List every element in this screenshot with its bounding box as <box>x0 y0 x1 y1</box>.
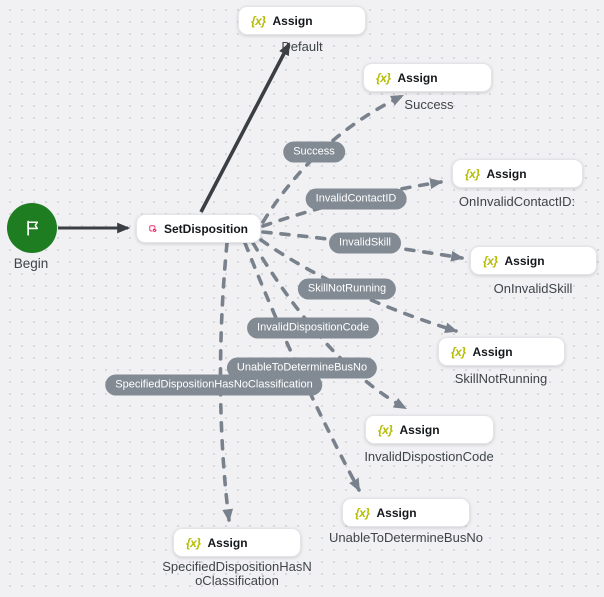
connection-label-invaliddispositioncode[interactable]: InvalidDispositionCode <box>247 317 379 339</box>
assign-variable-icon: {x} <box>186 535 201 550</box>
assign-node-unabletodeterminebusno[interactable]: {x} Assign <box>342 498 470 527</box>
assign-node-caption-unabletodeterminebusno: UnableToDetermineBusNo <box>329 530 483 545</box>
set-disposition-icon <box>149 225 157 233</box>
wire-invaliddispositioncode[interactable] <box>251 241 407 410</box>
assign-node-title: Assign <box>399 422 440 437</box>
assign-node-oninvalidcontactid[interactable]: {x} Assign <box>452 159 583 188</box>
assign-variable-icon: {x} <box>483 253 498 268</box>
assign-node-caption-oninvalidcontactid: OnInvalidContactID: <box>458 194 576 209</box>
assign-node-title: Assign <box>376 505 417 520</box>
flag-icon <box>27 220 39 236</box>
connection-label-specifieddisposition[interactable]: SpecifiedDispositionHasNoClassification <box>105 374 323 396</box>
assign-node-caption-specifieddisposition: SpecifiedDispositionHasNoClassification <box>162 559 312 588</box>
assign-node-title: Assign <box>504 253 545 268</box>
begin-node-caption: Begin <box>13 256 49 271</box>
assign-node-specifieddisposition[interactable]: {x} Assign <box>173 528 301 557</box>
assign-node-title: Assign <box>472 344 513 359</box>
connection-label-skillnotrunning[interactable]: SkillNotRunning <box>297 278 397 300</box>
connection-label-invalidskill[interactable]: InvalidSkill <box>329 232 401 254</box>
assign-node-title: Assign <box>397 70 438 85</box>
assign-node-caption-invaliddispostioncode: InvalidDispostionCode <box>364 449 494 464</box>
connection-label-success[interactable]: Success <box>283 141 345 163</box>
wire-skillnotrunning[interactable] <box>259 238 459 333</box>
assign-node-title: Assign <box>207 535 248 550</box>
begin-node[interactable] <box>7 203 57 253</box>
assign-node-oninvalidskill[interactable]: {x} Assign <box>470 246 597 275</box>
wire-invalidskill[interactable] <box>261 230 465 262</box>
connection-label-unabletodeterminebusno[interactable]: UnableToDetermineBusNo <box>226 357 378 379</box>
assign-node-caption-skillnotrunning: SkillNotRunning <box>454 371 548 386</box>
assign-node-default[interactable]: {x} Assign <box>238 6 366 35</box>
wire-unabletodeterminebusno[interactable] <box>243 241 361 492</box>
assign-variable-icon: {x} <box>355 505 370 520</box>
assign-variable-icon: {x} <box>465 166 480 181</box>
setdisposition-node[interactable]: SetDisposition <box>136 214 261 243</box>
assign-node-success[interactable]: {x} Assign <box>363 63 492 92</box>
assign-node-caption-success: Success <box>404 97 454 112</box>
assign-node-caption-default: Default <box>281 39 323 54</box>
assign-variable-icon: {x} <box>251 13 266 28</box>
assign-node-skillnotrunning[interactable]: {x} Assign <box>438 337 565 366</box>
wire-setdisposition-to-default[interactable] <box>199 42 291 213</box>
assign-node-invaliddispostioncode[interactable]: {x} Assign <box>365 415 494 444</box>
assign-variable-icon: {x} <box>451 344 466 359</box>
assign-node-title: Assign <box>272 13 313 28</box>
assign-variable-icon: {x} <box>376 70 391 85</box>
assign-node-title: Assign <box>486 166 527 181</box>
setdisposition-node-title: SetDisposition <box>163 221 248 236</box>
assign-node-caption-oninvalidskill: OnInvalidSkill <box>493 281 573 296</box>
connection-label-invalidcontactid[interactable]: InvalidContactID <box>305 188 407 210</box>
assign-variable-icon: {x} <box>378 422 393 437</box>
